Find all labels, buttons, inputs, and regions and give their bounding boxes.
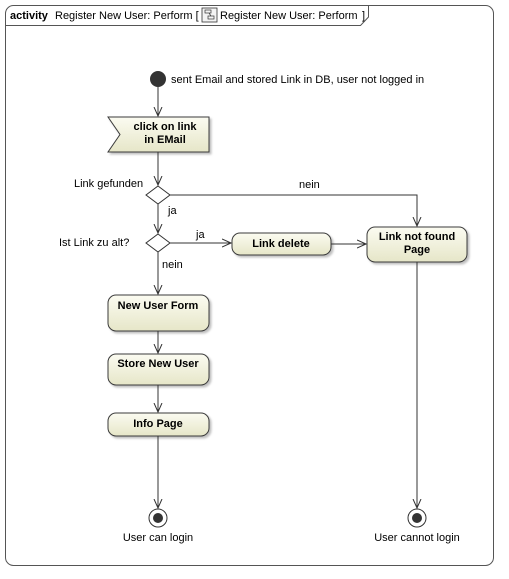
action-link-delete-label: Link delete [252,238,309,250]
frame-tab [5,5,369,26]
decision-link-found-label: Link gefunden [74,178,143,190]
initial-node[interactable] [150,71,166,87]
frame-title-suffix: ] [362,10,365,22]
action-link-not-found-label-line2: Page [404,244,430,256]
decision-link-too-old-label: Ist Link zu alt? [59,237,129,249]
decision-link-found-yes: ja [167,205,177,217]
activity-diagram-icon [201,7,218,23]
action-new-user-form-label: New User Form [118,300,199,312]
flow-decision1-no-to-not-found [170,194,417,226]
initial-node-label: sent Email and stored Link in DB, user n… [171,74,424,86]
frame-keyword: activity [10,10,49,22]
decision-link-found-no: nein [299,179,320,191]
accept-event-label-line2: in EMail [144,134,186,146]
final-node-can-login[interactable] [148,508,168,528]
action-store-new-user-label: Store New User [117,358,199,370]
frame-title-prefix: Register New User: Perform [ [55,10,199,22]
final-cannot-login-label: User cannot login [374,532,460,544]
action-link-not-found-label-line1: Link not found [379,231,455,243]
accept-event-label-line1: click on link [134,121,198,133]
activity-frame [5,5,494,566]
final-can-login-label: User can login [123,532,193,544]
frame-title-main: Register New User: Perform [220,10,358,22]
decision-link-too-old-no: nein [162,259,183,271]
final-node-cannot-login[interactable] [407,508,427,528]
action-info-page-label: Info Page [133,418,183,430]
decision-link-too-old-yes: ja [195,229,205,241]
